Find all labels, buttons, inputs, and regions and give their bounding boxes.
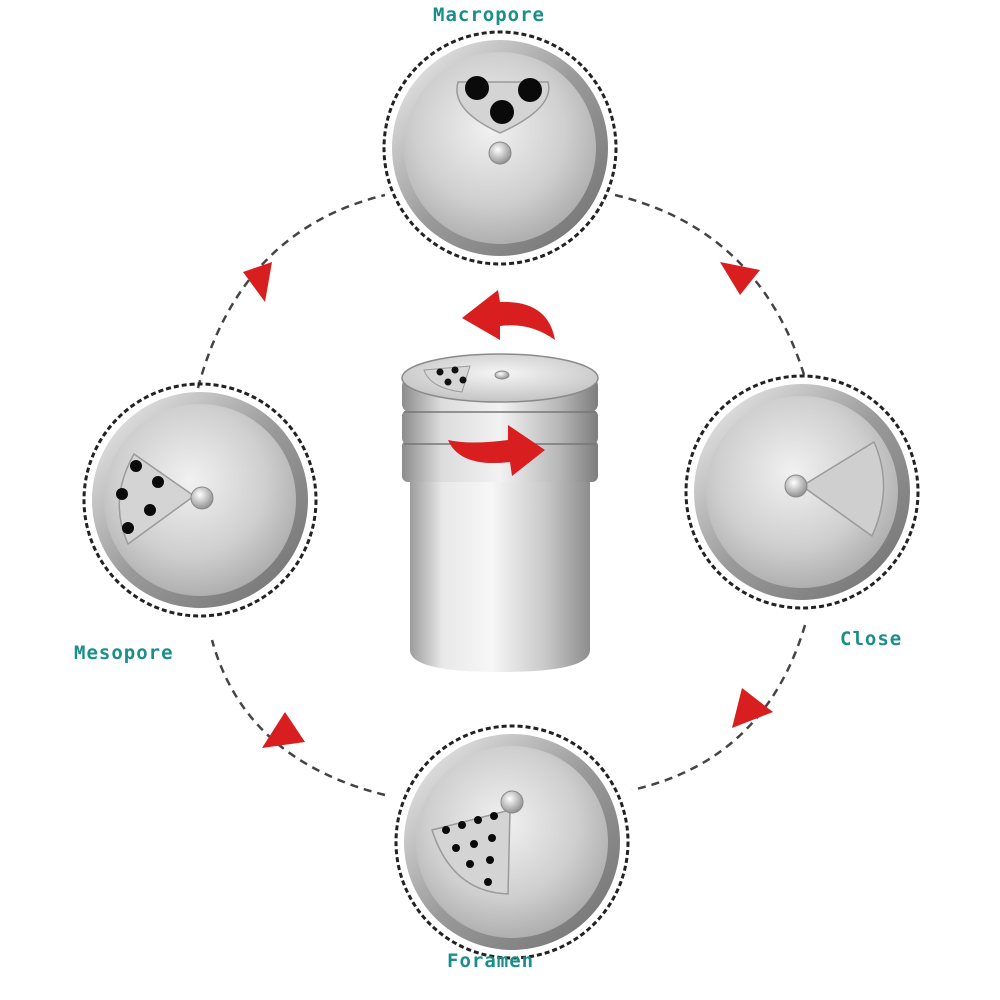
hole [470,840,478,848]
spice-shaker [401,353,599,672]
center-knob [500,790,524,814]
hole [122,522,134,534]
hole [486,856,494,864]
hole [144,504,156,516]
arrow-to-foramen [732,688,773,728]
hole [484,878,492,886]
hole [152,476,164,488]
hole [474,816,482,824]
arrow-to-macropore [243,262,272,302]
center-knob [190,486,214,510]
hole [116,488,128,500]
label-mesopore: Mesopore [74,642,174,664]
hole [458,821,466,829]
hole [466,860,474,868]
hole [130,460,142,472]
arc-macropore-to-close [614,193,807,379]
hole [490,812,498,820]
label-foramen: Foramen [447,950,535,972]
red-curved-arrow-icon [448,290,555,476]
center-knob [784,474,808,498]
arrow-to-mesopore [262,712,305,748]
arrow-to-close [720,262,760,295]
arc-foramen-to-mesopore [210,639,386,797]
hole [518,78,542,102]
arc-close-to-foramen [631,624,807,792]
hole [465,76,489,100]
label-close: Close [840,628,903,650]
hole [442,826,450,834]
label-macropore: Macropore [433,4,545,26]
hole [452,844,460,852]
lid-macropore [382,30,618,266]
lid-mesopore [82,382,318,618]
hole [488,834,496,842]
rotate-arrow-top [462,290,555,340]
red-triangle-arrow-icon [243,262,773,748]
lid-foramen [394,724,630,960]
center-knob [488,141,512,165]
arc-mesopore-to-macropore [196,193,386,389]
rotate-arrow-mid [448,425,545,476]
lid-close [684,374,920,610]
hole [490,100,514,124]
